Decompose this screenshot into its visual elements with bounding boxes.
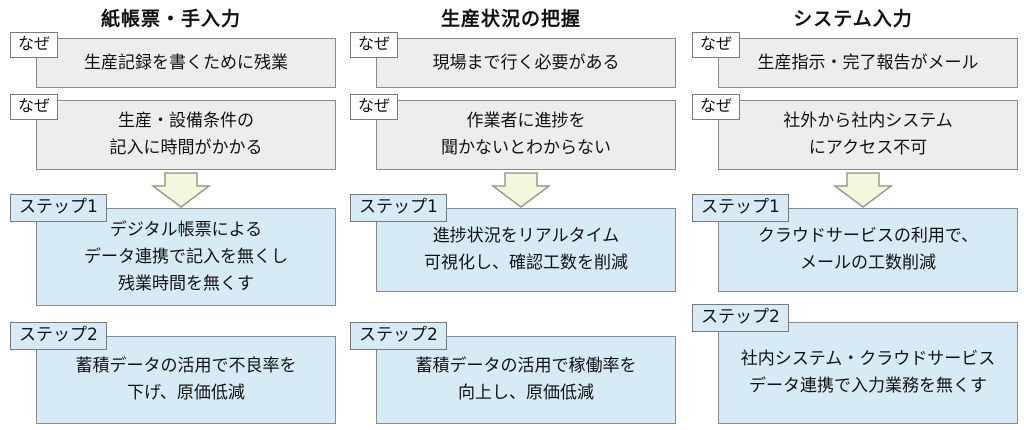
- down-arrow-icon: [151, 172, 211, 208]
- step-tag-2: ステップ2: [350, 322, 447, 350]
- down-arrow-icon: [491, 172, 551, 208]
- step-text: 蓄積データの活用で不良率を 下げ、原価低減: [75, 356, 297, 403]
- column-title: 紙帳票・手入力: [100, 8, 241, 30]
- step-tag-1: ステップ1: [350, 194, 447, 222]
- why-box-1: 生産記録を書くために残業: [36, 38, 336, 88]
- step-tag-1: ステップ1: [692, 194, 789, 222]
- column-production-status: 生産状況の把握 現場まで行く必要がある なぜ 作業者に進捗を 聞かないとわからな…: [346, 0, 676, 430]
- step-box-2: 社内システム・クラウドサービス データ連携で入力業務を無くす: [718, 322, 1018, 424]
- why-tag-1: なぜ: [692, 32, 741, 58]
- step-text: デジタル帳票による データ連携で記入を無くし 残業時間を無くす: [84, 219, 288, 294]
- step-box-1: 進捗状況をリアルタイム 可視化し、確認工数を削減: [376, 208, 676, 292]
- column-paper-manual-input: 紙帳票・手入力 生産記録を書くために残業 なぜ 生産・設備条件の 記入に時間がか…: [6, 0, 336, 430]
- down-arrow-icon: [833, 172, 893, 208]
- step-box-1: クラウドサービスの利用で、 メールの工数削減: [718, 208, 1018, 292]
- why-text: 生産・設備条件の 記入に時間がかかる: [109, 111, 263, 158]
- why-tag-2: なぜ: [10, 94, 59, 120]
- step-box-2: 蓄積データの活用で不良率を 下げ、原価低減: [36, 336, 336, 424]
- why-box-1: 生産指示・完了報告がメール: [718, 38, 1018, 88]
- why-text: 現場まで行く必要がある: [432, 52, 620, 73]
- why-tag-2: なぜ: [350, 94, 399, 120]
- column-title: システム入力: [793, 8, 913, 30]
- column-system-input: システム入力 生産指示・完了報告がメール なぜ 社外から社内システム にアクセス…: [688, 0, 1018, 430]
- why-box-2: 社外から社内システム にアクセス不可: [718, 100, 1018, 170]
- why-text: 生産指示・完了報告がメール: [757, 52, 979, 73]
- why-tag-1: なぜ: [350, 32, 399, 58]
- why-box-2: 作業者に進捗を 聞かないとわからない: [376, 100, 676, 170]
- step-tag-2: ステップ2: [692, 304, 789, 332]
- why-box-1: 現場まで行く必要がある: [376, 38, 676, 88]
- why-text: 生産記録を書くために残業: [84, 52, 288, 73]
- why-text: 社外から社内システム にアクセス不可: [783, 111, 953, 158]
- step-tag-2: ステップ2: [10, 322, 107, 350]
- why-box-2: 生産・設備条件の 記入に時間がかかる: [36, 100, 336, 170]
- step-box-2: 蓄積データの活用で稼働率を 向上し、原価低減: [376, 336, 676, 424]
- column-title: 生産状況の把握: [440, 8, 581, 30]
- step-box-1: デジタル帳票による データ連携で記入を無くし 残業時間を無くす: [36, 208, 336, 306]
- why-tag-2: なぜ: [692, 94, 741, 120]
- step-text: 進捗状況をリアルタイム 可視化し、確認工数を削減: [424, 226, 628, 273]
- why-tag-1: なぜ: [10, 32, 59, 58]
- step-text: 蓄積データの活用で稼働率を 向上し、原価低減: [415, 356, 637, 403]
- why-text: 作業者に進捗を 聞かないとわからない: [441, 111, 611, 158]
- step-text: クラウドサービスの利用で、 メールの工数削減: [757, 226, 979, 273]
- step-tag-1: ステップ1: [10, 194, 107, 222]
- step-text: 社内システム・クラウドサービス データ連携で入力業務を無くす: [740, 349, 996, 396]
